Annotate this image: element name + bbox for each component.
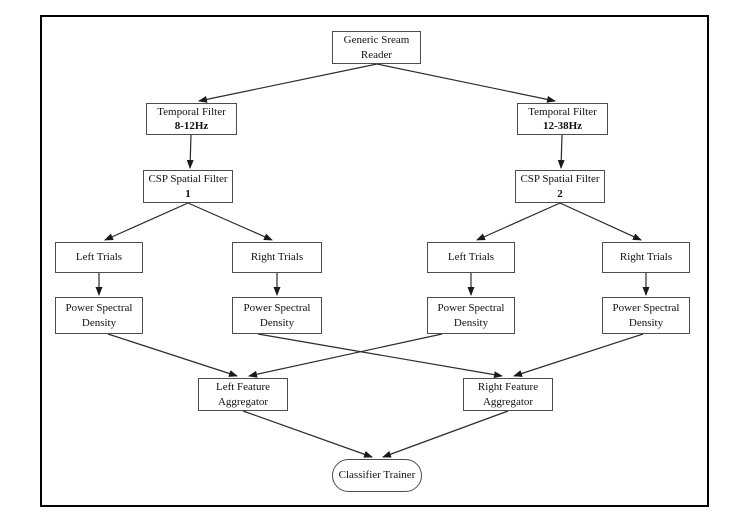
node-label: Generic Sream [343,34,410,47]
node-label: Classifier Trainer [338,469,416,482]
node-classifier-trainer: Classifier Trainer [332,459,422,492]
node-label: Power Spectral [65,302,133,315]
node-label: Density [453,316,489,329]
node-label: 1 [185,187,191,200]
node-label: Power Spectral [243,302,311,315]
node-label: 8-12Hz [174,120,209,132]
node-label: Right Feature [477,381,539,394]
node-csp-spatial-filter-1: CSP Spatial Filter 1 [143,170,233,203]
node-label: 2 [557,187,563,200]
node-label: Temporal Filter [157,105,226,118]
node-label: CSP Spatial Filter [520,173,600,186]
node-left-trials-2: Left Trials [427,242,515,273]
node-label: Left Feature [215,381,271,394]
node-power-spectral-density-1: Power Spectral Density [55,297,143,334]
node-left-feature-aggregator: Left Feature Aggregator [198,378,288,411]
node-label: Density [81,316,117,329]
node-csp-spatial-filter-2: CSP Spatial Filter 2 [515,170,605,203]
node-right-trials-2: Right Trials [602,242,690,273]
node-power-spectral-density-3: Power Spectral Density [427,297,515,334]
node-left-trials-1: Left Trials [55,242,143,273]
node-label: Aggregator [217,395,269,408]
node-label: Power Spectral [612,302,680,315]
node-label: 12-38Hz [542,120,583,132]
node-temporal-filter-12-38hz: Temporal Filter 12-38Hz [517,103,608,135]
node-label: Power Spectral [437,302,505,315]
node-label: Reader [360,48,393,61]
node-label: Density [259,316,295,329]
node-right-trials-1: Right Trials [232,242,322,273]
node-label: Left Trials [447,251,495,264]
node-label: Density [628,316,664,329]
node-label: Temporal Filter [528,105,597,118]
node-label: Aggregator [482,395,534,408]
node-right-feature-aggregator: Right Feature Aggregator [463,378,553,411]
node-generic-stream-reader: Generic Sream Reader [332,31,421,64]
node-label: Right Trials [619,251,673,264]
node-temporal-filter-8-12hz: Temporal Filter 8-12Hz [146,103,237,135]
node-label: Left Trials [75,251,123,264]
node-label: Right Trials [250,251,304,264]
node-power-spectral-density-2: Power Spectral Density [232,297,322,334]
node-label: CSP Spatial Filter [148,173,228,186]
node-power-spectral-density-4: Power Spectral Density [602,297,690,334]
